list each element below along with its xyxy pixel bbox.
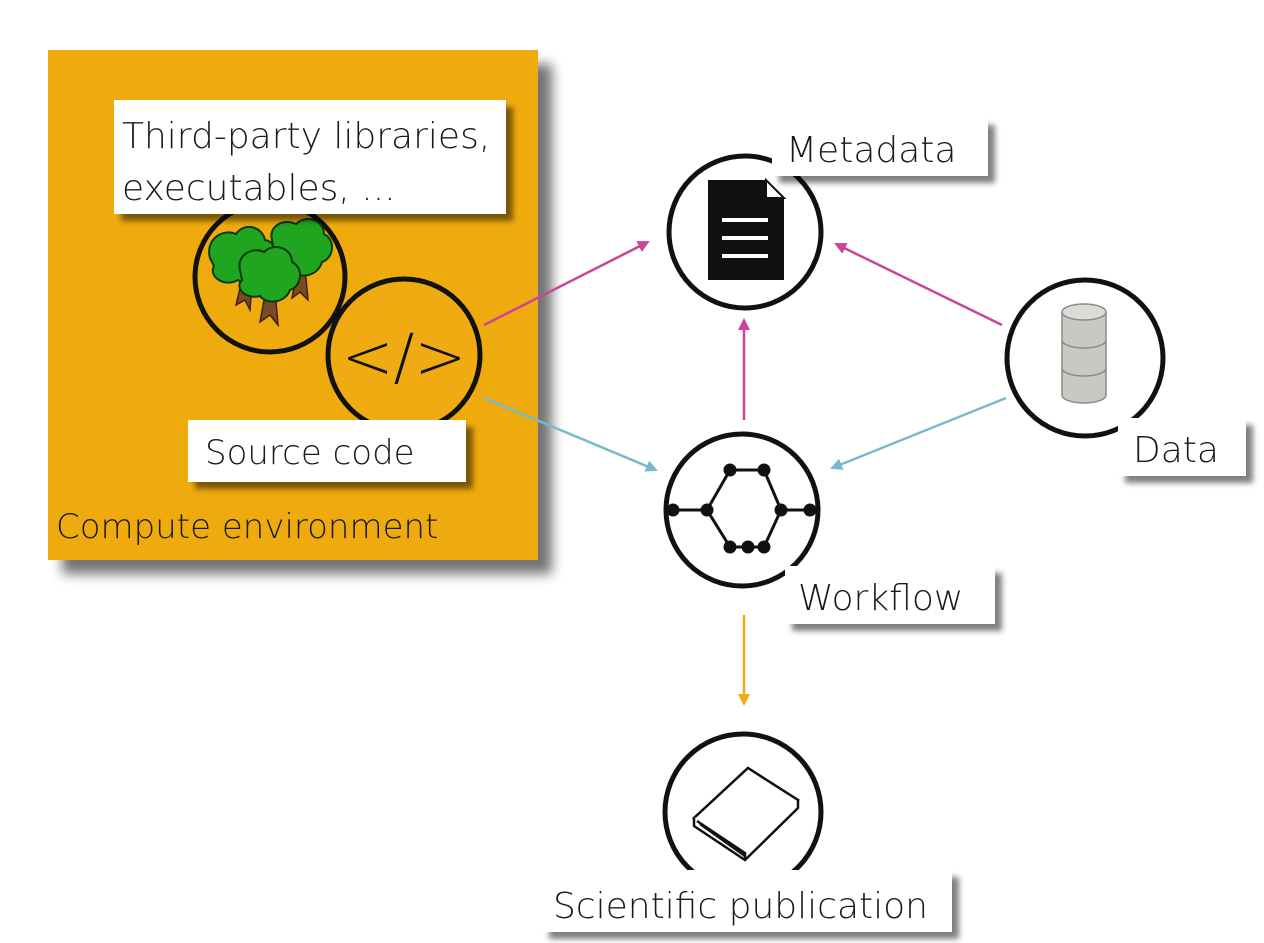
third-party-label-line1: Third-party libraries, — [122, 116, 490, 157]
book-icon — [691, 766, 800, 862]
source-code-label-box — [188, 420, 466, 482]
publication-node — [662, 731, 824, 893]
source-code-node: </> — [325, 276, 483, 434]
arrow-source-to-metadata — [483, 240, 650, 327]
database-icon — [1061, 303, 1107, 404]
publication-label-box — [542, 870, 952, 932]
workflow-label: Workflow — [798, 578, 963, 619]
workflow-label-box — [785, 566, 995, 624]
metadata-node — [666, 153, 824, 311]
data-label: Data — [1133, 430, 1219, 471]
trees-icon — [208, 218, 333, 328]
graph-network-icon — [666, 463, 817, 554]
third-party-label-box — [114, 100, 506, 214]
arrow-data-to-workflow — [830, 396, 1007, 470]
third-party-label-line2: executables, ... — [122, 168, 396, 209]
code-icon: </> — [342, 320, 467, 393]
compute-environment-label: Compute environment — [56, 507, 438, 547]
data-label-box — [1118, 418, 1246, 476]
publication-label: Scientific publication — [553, 886, 928, 927]
metadata-label-box — [772, 118, 988, 176]
arrow-source-to-workflow — [483, 396, 658, 472]
document-icon — [708, 177, 787, 280]
workflow-node — [663, 431, 821, 589]
data-node — [1004, 277, 1166, 439]
metadata-label: Metadata — [786, 130, 956, 171]
source-code-label: Source code — [205, 433, 415, 473]
arrow-data-to-metadata — [834, 242, 1003, 327]
libraries-node — [192, 199, 348, 355]
